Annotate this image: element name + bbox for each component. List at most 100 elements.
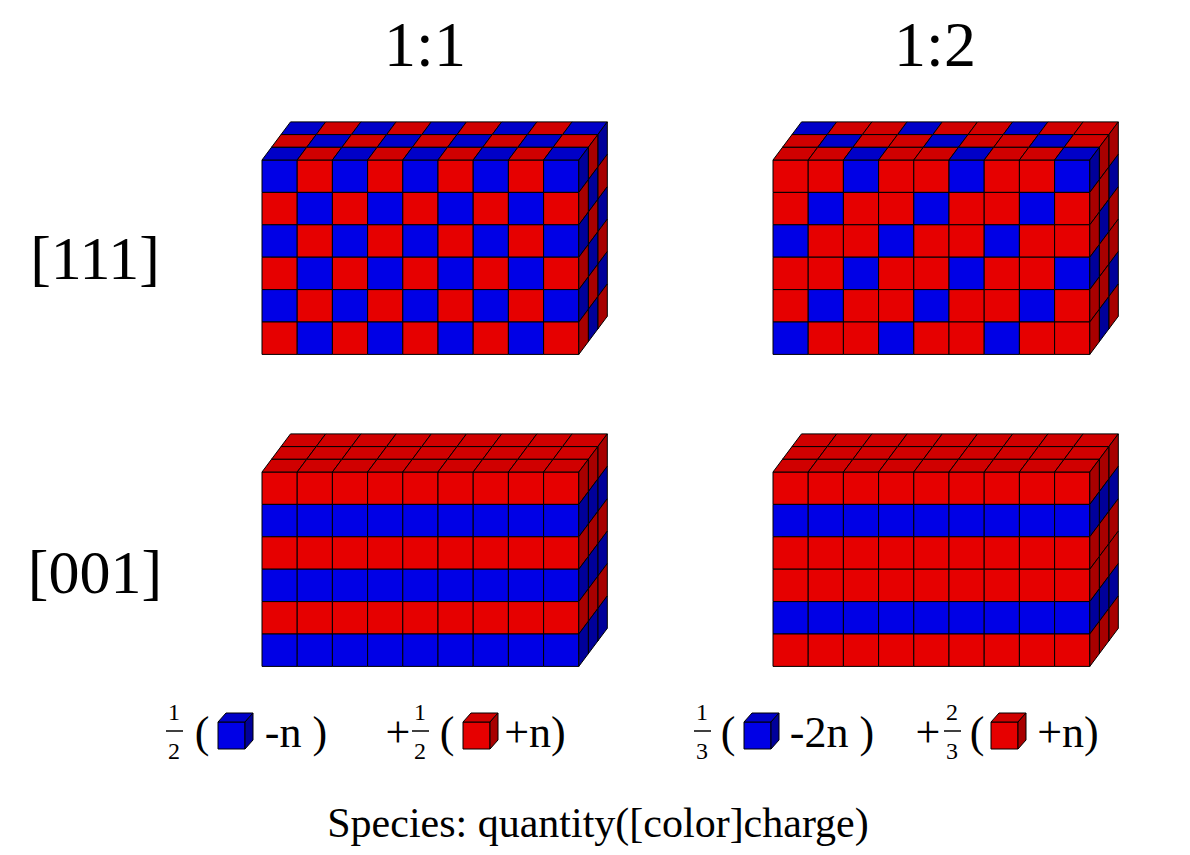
cube-front-face [473, 537, 508, 569]
cube-front-face [808, 192, 843, 224]
cube-front-face [262, 472, 297, 504]
formula-term: 3 [696, 739, 708, 763]
cube-front-face [403, 160, 438, 192]
formula-term: -2n ) [790, 711, 874, 755]
cube-front-face [773, 472, 808, 504]
cube-front-face [1055, 472, 1090, 504]
cube-front-face [879, 569, 914, 601]
cube-front-face [1055, 160, 1090, 192]
cube-front-face [808, 537, 843, 569]
cube-front-face [773, 537, 808, 569]
cube-front-face [438, 257, 473, 289]
cube-front-face [368, 257, 403, 289]
cube-front-face [473, 472, 508, 504]
cube-front-face [984, 225, 1019, 257]
cube-front-face [949, 322, 984, 354]
cube-front-face [773, 504, 808, 536]
formula-term: 1 [696, 700, 708, 724]
cube-front-face [332, 569, 367, 601]
cube-front-face [332, 322, 367, 354]
cube-front-face [368, 225, 403, 257]
cube-front-face [1055, 225, 1090, 257]
cube-side-face [579, 621, 589, 666]
cube-front-face [473, 504, 508, 536]
cube-front-face [297, 160, 332, 192]
cube-front-face [368, 322, 403, 354]
cube-front-face [808, 569, 843, 601]
cube-front-face [1019, 537, 1054, 569]
cube-front-face [808, 602, 843, 634]
cube-front-face [438, 472, 473, 504]
cube-front-face [808, 322, 843, 354]
cube-front-face [297, 602, 332, 634]
cube-front-face [544, 569, 579, 601]
cube-front-face [403, 225, 438, 257]
cube-front-face [843, 192, 878, 224]
cube-front-face [297, 634, 332, 666]
cube-front-face [403, 192, 438, 224]
fraction-bar [166, 730, 183, 732]
cube-front-face [879, 322, 914, 354]
cube-front-face [544, 160, 579, 192]
cube-front-face [297, 472, 332, 504]
cube-front-face [991, 722, 1018, 749]
formula-term: 2 [414, 739, 426, 763]
cube-front-face [843, 322, 878, 354]
cube-front-face [508, 290, 543, 322]
cube-front-face [1055, 322, 1090, 354]
cube-side-face [1090, 621, 1100, 666]
formula-term: +n) [504, 711, 565, 755]
cube-front-face [879, 225, 914, 257]
fraction-bar [944, 730, 961, 732]
cube-front-face [438, 225, 473, 257]
cube-front-face [914, 472, 949, 504]
cube-front-face [843, 634, 878, 666]
cube-front-face [262, 634, 297, 666]
cube-front-face [1019, 472, 1054, 504]
cube-front-face [297, 290, 332, 322]
cube-front-face [843, 257, 878, 289]
cube-front-face [773, 192, 808, 224]
cube-side-face [1090, 309, 1100, 354]
cube-front-face [297, 537, 332, 569]
cube-front-face [1019, 192, 1054, 224]
species-caption: Species: quantity([color]charge) [327, 802, 869, 844]
cube-front-face [879, 290, 914, 322]
cube-front-face [473, 225, 508, 257]
cube-front-face [1019, 634, 1054, 666]
cube-front-face [438, 602, 473, 634]
cube-front-face [463, 722, 490, 749]
cube-front-face [508, 602, 543, 634]
cube-side-face [771, 713, 779, 749]
cube-front-face [843, 290, 878, 322]
cube-front-face [332, 537, 367, 569]
cube-front-face [984, 192, 1019, 224]
cube-front-face [368, 537, 403, 569]
ratio-heading: 1:1 [384, 13, 466, 77]
orientation-label: [111] [30, 227, 160, 289]
cube-front-face [773, 322, 808, 354]
cube-front-face [368, 569, 403, 601]
cube-front-face [949, 160, 984, 192]
cube-front-face [879, 472, 914, 504]
cube-front-face [914, 569, 949, 601]
cube-front-face [473, 322, 508, 354]
cube-front-face [403, 472, 438, 504]
cube-side-face [579, 309, 589, 354]
cube-front-face [508, 322, 543, 354]
cube-front-face [808, 504, 843, 536]
cube-front-face [949, 634, 984, 666]
cube-front-face [914, 634, 949, 666]
cube-front-face [262, 537, 297, 569]
cube-front-face [332, 192, 367, 224]
cube-front-face [843, 602, 878, 634]
cube-front-face [262, 602, 297, 634]
cube-front-face [914, 322, 949, 354]
cube-front-face [332, 504, 367, 536]
cube-front-face [544, 472, 579, 504]
cube-front-face [368, 472, 403, 504]
cube-front-face [914, 602, 949, 634]
cube-front-face [984, 504, 1019, 536]
cube-front-face [262, 257, 297, 289]
